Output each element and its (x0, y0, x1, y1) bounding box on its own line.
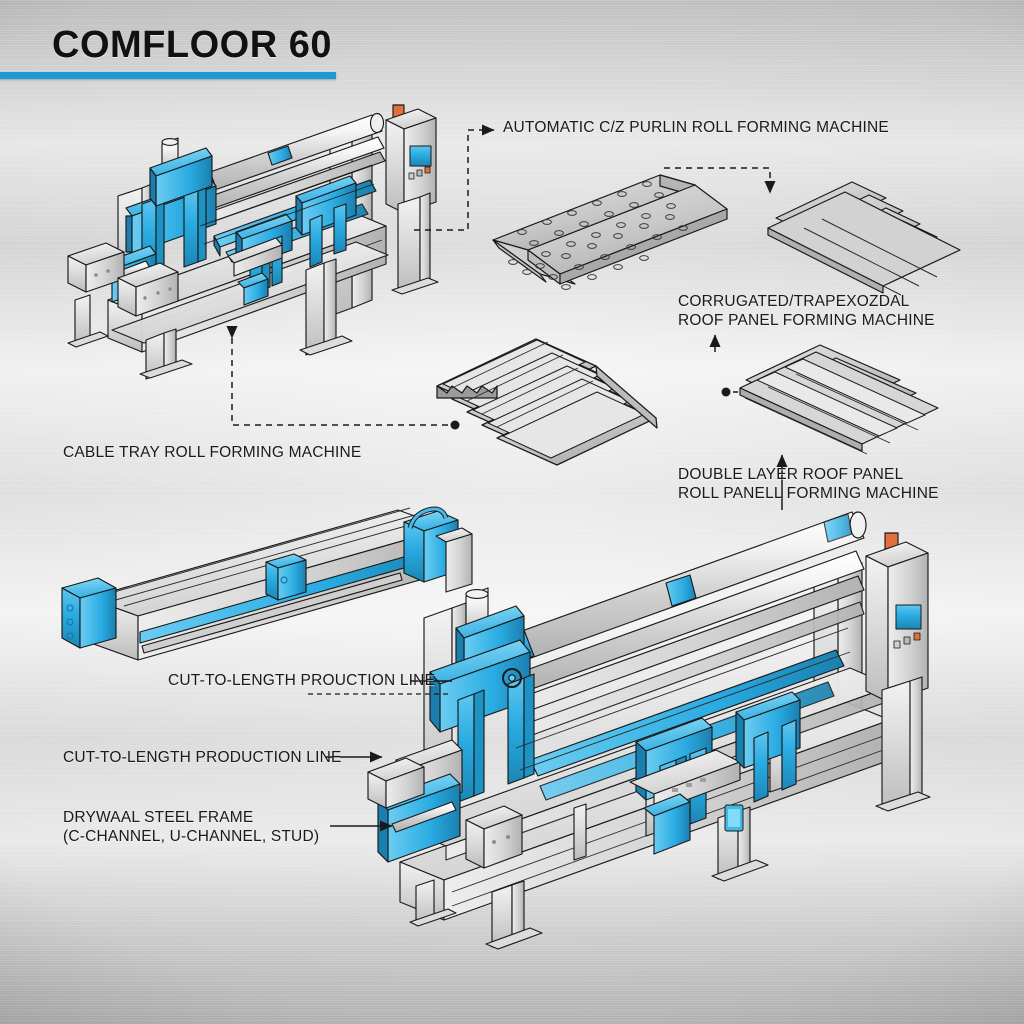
forming-station-right (295, 175, 357, 268)
forming-station-bottom-mid (629, 717, 741, 855)
light-tower-icon-2 (884, 532, 899, 592)
page-title: COMFLOOR 60 (52, 24, 332, 66)
product-perforated-cable-tray (492, 174, 728, 290)
leader-cable-tray (226, 326, 460, 430)
product-double-layer-roof-panel (739, 344, 939, 455)
callout-line: DOUBLE LAYER ROOF PANEL (678, 466, 904, 483)
callout-line: ROLL PANELL FORMING MACHINE (678, 485, 939, 502)
control-cabinet-bottom[interactable] (865, 532, 931, 812)
top-roller (193, 112, 385, 196)
control-cabinet-top[interactable] (385, 104, 439, 295)
hmi-screen (409, 145, 432, 167)
machine-cut-to-length (61, 506, 473, 661)
forming-station-mid (227, 213, 293, 306)
forming-station-bottom-left (367, 587, 535, 869)
callout-double-layer-roof-panel: DOUBLE LAYER ROOF PANEL ROLL PANELL FORM… (678, 465, 939, 503)
title-underline-rule (0, 72, 336, 79)
callout-line: ROOF PANEL FORMING MACHINE (678, 312, 935, 329)
callout-cut-to-length-prouction: CUT-TO-LENGTH PROUCTION LINE (168, 672, 436, 689)
callout-cable-tray-roll-forming: CABLE TRAY ROLL FORMING MACHINE (63, 444, 362, 461)
machine-bottom-right (367, 511, 893, 950)
light-tower-icon (392, 104, 405, 155)
forming-station-left (67, 137, 217, 317)
callout-corrugated-trapezoidal-roof: CORRUGATED/TRAPEXOZDAL ROOF PANEL FORMIN… (678, 292, 935, 330)
callout-line: (C-CHANNEL, U-CHANNEL, STUD) (63, 828, 320, 845)
forming-station-bottom-right (724, 691, 801, 832)
callout-line: DRYWAAL STEEL FRAME (63, 809, 254, 826)
callout-line: CORRUGATED/TRAPEXOZDAL (678, 293, 910, 310)
hmi-button-2 (893, 640, 901, 649)
machine-top-left (67, 112, 389, 380)
hmi-button (408, 172, 415, 180)
callout-cut-to-length-production: CUT-TO-LENGTH PRODUCTION LINE (63, 749, 342, 766)
hmi-button (424, 166, 431, 174)
hmi-screen-2 (895, 604, 922, 630)
hmi-button (416, 169, 423, 177)
leader-automatic-cz-purlin (414, 124, 495, 231)
top-roller-2 (505, 511, 867, 664)
callout-drywall-steel-frame: DRYWAAL STEEL FRAME (C-CHANNEL, U-CHANNE… (63, 808, 319, 846)
hmi-button-2 (903, 636, 911, 645)
product-trapezoidal-roof-panel-top (767, 181, 961, 296)
product-corrugated-roof-panel (436, 338, 658, 466)
leader-tray-to-trapezoid (664, 167, 776, 194)
hmi-button-2 (913, 632, 921, 641)
callout-automatic-cz-purlin: AUTOMATIC C/Z PURLIN ROLL FORMING MACHIN… (503, 119, 889, 136)
